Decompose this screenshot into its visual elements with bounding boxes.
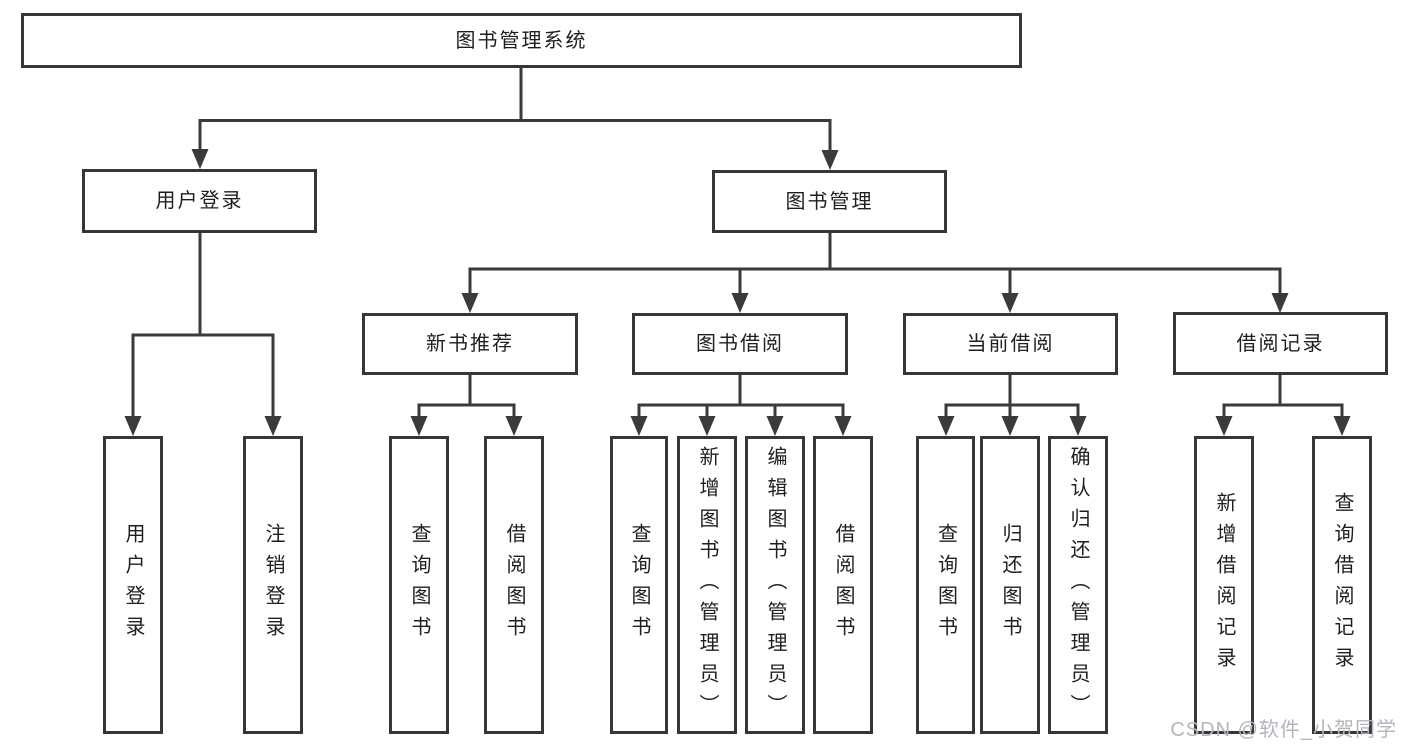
node-book-management: 图书管理 xyxy=(712,170,947,233)
leaf-borrow-books: 借阅图书 xyxy=(813,436,873,734)
node-book-borrow: 图书借阅 xyxy=(632,313,848,375)
node-root: 图书管理系统 xyxy=(21,13,1022,68)
csdn-watermark: CSDN @软件_小贺同学 xyxy=(1170,719,1397,741)
leaf-confirm-return-admin: 确认归还（管理员） xyxy=(1048,436,1108,734)
leaf-query-borrow-record: 查询借阅记录 xyxy=(1312,436,1372,734)
node-new-book-recommend: 新书推荐 xyxy=(362,313,578,375)
leaf-query-books-current: 查询图书 xyxy=(916,436,975,734)
node-current-borrow: 当前借阅 xyxy=(903,313,1118,375)
leaf-user-login: 用户登录 xyxy=(103,436,163,734)
leaf-logout: 注销登录 xyxy=(243,436,303,734)
leaf-borrow-books-recommend: 借阅图书 xyxy=(484,436,544,734)
leaf-query-books-recommend: 查询图书 xyxy=(389,436,449,734)
node-borrow-records: 借阅记录 xyxy=(1173,312,1388,375)
leaf-edit-book-admin: 编辑图书（管理员） xyxy=(745,436,805,734)
leaf-add-borrow-record: 新增借阅记录 xyxy=(1194,436,1254,734)
arrowheads xyxy=(124,149,1351,436)
leaf-add-book-admin: 新增图书（管理员） xyxy=(677,436,737,734)
node-user-login: 用户登录 xyxy=(82,169,317,233)
leaf-return-book: 归还图书 xyxy=(980,436,1040,734)
leaf-query-books-borrow: 查询图书 xyxy=(610,436,668,734)
